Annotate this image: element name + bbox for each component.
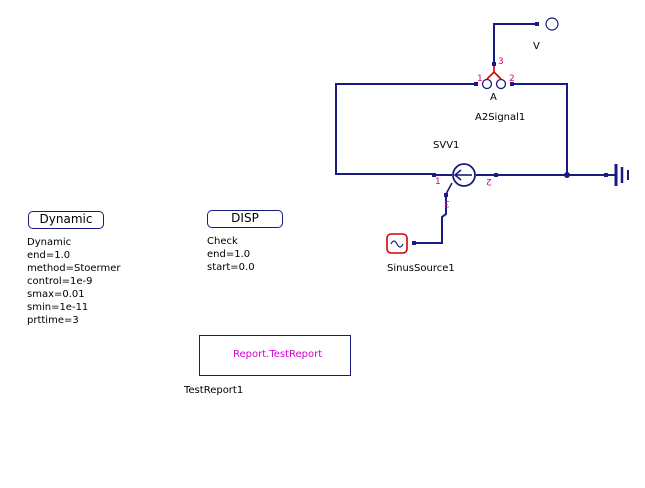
test-report-inner-label: Report.TestReport bbox=[233, 349, 323, 360]
disp-block-title: DISP bbox=[231, 211, 259, 225]
dynamic-param-line: method=Stoermer bbox=[27, 263, 121, 274]
test-report-block[interactable]: Report.TestReport bbox=[199, 335, 351, 376]
dynamic-param-line: end=1.0 bbox=[27, 250, 71, 261]
a2signal-pin1-label: 1 bbox=[477, 74, 483, 84]
disp-param-line: start=0.0 bbox=[207, 262, 255, 273]
disp-param-line: Check bbox=[207, 236, 238, 247]
dynamic-block[interactable]: Dynamic bbox=[28, 211, 104, 229]
svv-pin2-label: 2 bbox=[486, 176, 492, 186]
wire-signal-voltmeter[interactable] bbox=[493, 23, 536, 64]
a2signal-symbol-label: A bbox=[490, 92, 497, 103]
dynamic-param-line: smin=1e-11 bbox=[27, 302, 89, 313]
dynamic-block-title: Dynamic bbox=[39, 212, 93, 226]
svv-source-symbol[interactable] bbox=[432, 163, 498, 197]
svv-name-label[interactable]: SVV1 bbox=[433, 140, 460, 151]
a2signal-pin3-label: 3 bbox=[498, 57, 504, 67]
sinus-source-icon[interactable] bbox=[386, 233, 416, 254]
junction-dot bbox=[564, 172, 570, 178]
wire-right-vertical[interactable] bbox=[512, 83, 568, 175]
wire-svv-sinus[interactable] bbox=[415, 194, 447, 244]
dynamic-params: Dynamic end=1.0 method=Stoermer control=… bbox=[27, 236, 120, 327]
dynamic-param-line: control=1e-9 bbox=[27, 276, 93, 287]
a2signal-pin2-label: 2 bbox=[509, 74, 515, 84]
disp-params: Check end=1.0 start=0.0 bbox=[207, 235, 255, 274]
svv-pin3-label: 3 bbox=[444, 198, 450, 208]
voltmeter-label: V bbox=[533, 41, 540, 52]
a2signal-symbol[interactable] bbox=[474, 62, 514, 90]
dynamic-param-line: smax=0.01 bbox=[27, 289, 85, 300]
dynamic-param-line: prttime=3 bbox=[27, 315, 79, 326]
disp-param-line: end=1.0 bbox=[207, 249, 251, 260]
ground-icon[interactable] bbox=[604, 164, 629, 186]
sinus-source-name-label[interactable]: SinusSource1 bbox=[387, 263, 455, 274]
a2signal-name-label[interactable]: A2Signal1 bbox=[475, 112, 526, 123]
disp-block[interactable]: DISP bbox=[207, 210, 283, 228]
dynamic-param-line: Dynamic bbox=[27, 237, 72, 248]
test-report-name-label[interactable]: TestReport1 bbox=[184, 385, 244, 396]
wire-left-loop[interactable] bbox=[335, 83, 476, 175]
voltmeter-icon[interactable] bbox=[535, 17, 559, 31]
svv-pin1-label: 1 bbox=[435, 177, 441, 187]
